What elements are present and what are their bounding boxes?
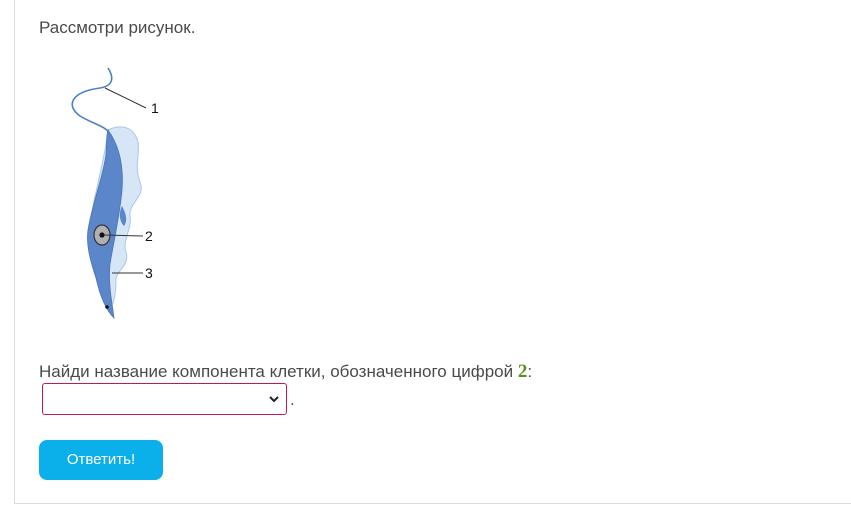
cell-body <box>87 129 123 320</box>
task-panel <box>14 0 851 504</box>
task-prompt: Рассмотри рисунок. <box>39 18 196 37</box>
chevron-down-icon <box>269 396 279 403</box>
figure-label-1: 1 <box>151 100 159 116</box>
question-label: Найди название компонента клетки, обозна… <box>39 362 514 381</box>
answer-trailing-period: . <box>290 390 295 409</box>
question-number: 2 <box>517 361 528 382</box>
answer-select[interactable] <box>42 383 287 415</box>
organism-figure: 1 2 3 <box>71 67 159 320</box>
question-suffix: : <box>527 362 533 381</box>
flagellum <box>71 67 113 135</box>
question-text: Найди название компонента клетки, обозна… <box>39 361 532 383</box>
submit-button[interactable]: Ответить! <box>39 440 163 480</box>
figure-label-3: 3 <box>145 265 153 281</box>
figure-label-2: 2 <box>145 228 153 244</box>
